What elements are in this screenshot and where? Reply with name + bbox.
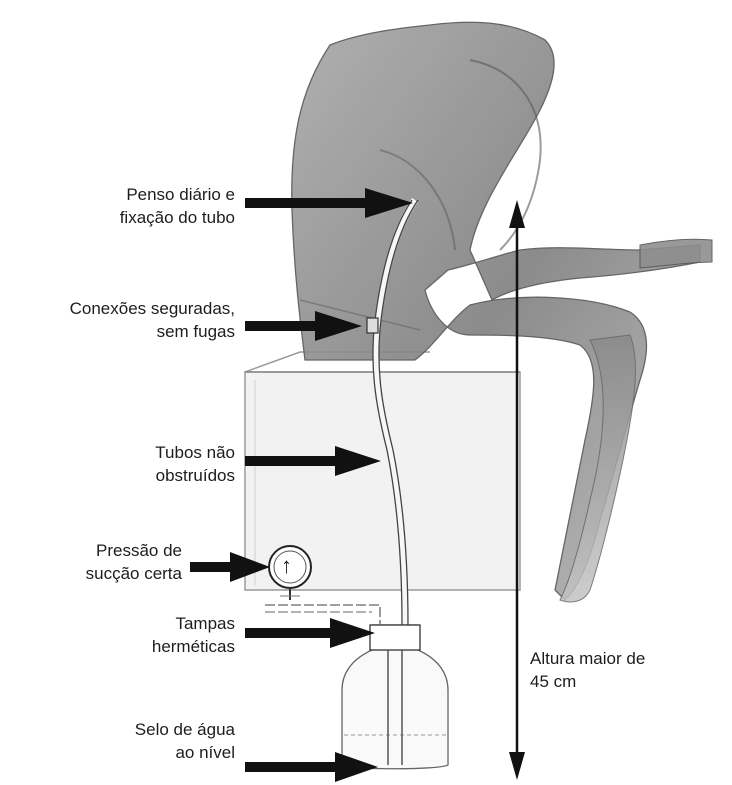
- label-height: Altura maior de 45 cm: [530, 647, 645, 693]
- gauge-needle-symbol: ↑: [281, 553, 292, 579]
- label-caps: Tampas herméticas: [152, 612, 235, 658]
- label-tubes: Tubos não obstruídos: [155, 441, 235, 487]
- label-dressing: Penso diário e fixação do tubo: [120, 183, 235, 229]
- label-connections: Conexões seguradas, sem fugas: [70, 297, 235, 343]
- label-suction: Pressão de sucção certa: [86, 539, 182, 585]
- arrow-right-icon: [245, 618, 375, 648]
- label-water-seal: Selo de água ao nível: [135, 718, 235, 764]
- tube-connector: [367, 318, 378, 333]
